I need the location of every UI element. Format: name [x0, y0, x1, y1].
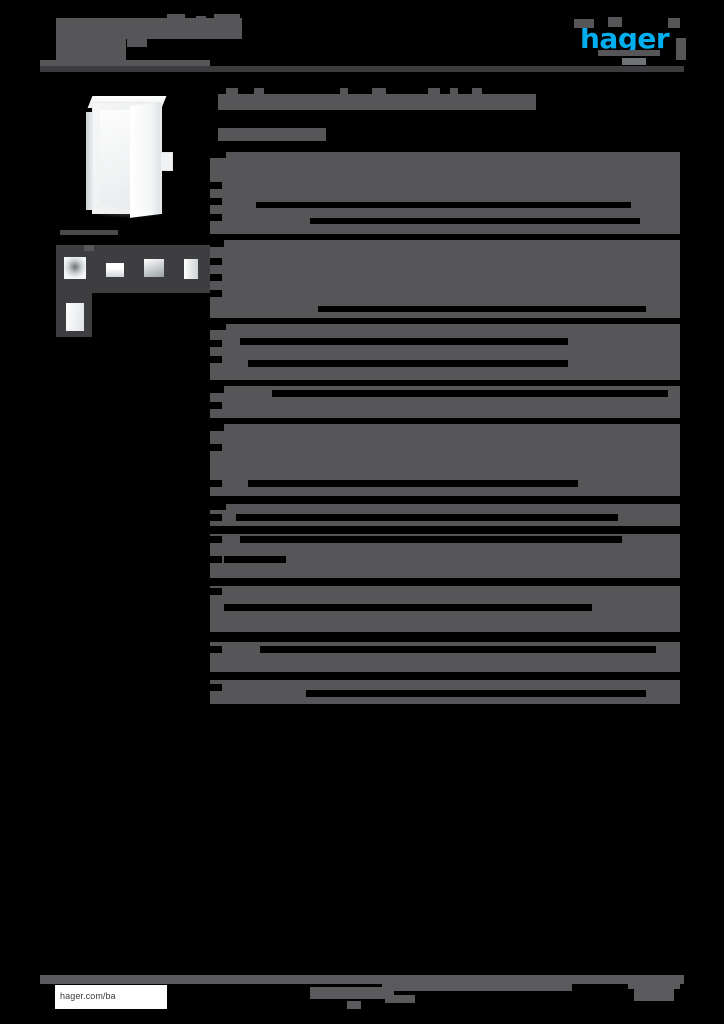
- header-accent-d: [214, 14, 240, 24]
- product-thumbnail-strip: [56, 245, 216, 337]
- logo-overlay-b: [608, 17, 622, 27]
- table-row-label: [210, 402, 222, 409]
- enclosure-shadow: [90, 208, 168, 218]
- header-accent-b: [167, 14, 185, 24]
- table-row: [210, 642, 680, 672]
- logo-overlay-d: [676, 38, 686, 60]
- footer-url[interactable]: hager.com/ba: [60, 991, 116, 1001]
- header-accent-c: [196, 16, 206, 24]
- header-subtitle-redacted: [56, 39, 126, 49]
- page-footer: hager.com/ba: [0, 975, 724, 1024]
- table-row-label: [210, 356, 222, 363]
- header-rule-right: [622, 58, 646, 65]
- table-row-label: [210, 290, 222, 297]
- table-row-label: [210, 684, 222, 691]
- specification-table: [210, 152, 680, 704]
- table-row-value: [248, 360, 568, 367]
- header-accent-e: [127, 39, 147, 47]
- title-accent-2: [254, 88, 264, 94]
- table-row-value: [224, 604, 592, 611]
- thumbnail-1[interactable]: [64, 257, 86, 279]
- table-row-label: [210, 556, 222, 563]
- table-row-label: [210, 214, 222, 221]
- table-row: [210, 324, 680, 380]
- footer-page-redacted-top: [628, 983, 680, 989]
- footer-center-redacted-b: [385, 995, 415, 1003]
- logo-overlay-c: [668, 18, 680, 28]
- table-row: [210, 680, 680, 704]
- table-row: [210, 240, 680, 318]
- table-row: [210, 424, 680, 496]
- enclosure-latch: [160, 152, 173, 171]
- table-row-value: [272, 390, 668, 397]
- page-header: hager: [0, 0, 724, 78]
- enclosure-hinge: [86, 112, 94, 210]
- logo-overlay-e: [598, 50, 660, 56]
- table-row-label: [210, 240, 224, 247]
- thumbnail-strip-accent: [84, 245, 94, 251]
- header-rule-left: [40, 60, 210, 66]
- table-row-value: [240, 338, 568, 345]
- header-accent-a: [130, 18, 152, 24]
- title-accent-3: [340, 88, 348, 94]
- footer-center-redacted-top: [382, 983, 572, 991]
- table-row: [210, 534, 680, 578]
- table-row-label: [210, 198, 222, 205]
- table-row-value: [248, 480, 578, 487]
- enclosure-door: [130, 102, 160, 218]
- table-row-value: [256, 202, 631, 208]
- table-row-label: [210, 274, 222, 281]
- footer-url-box[interactable]: [55, 985, 167, 1009]
- header-divider: [40, 66, 684, 72]
- title-accent-7: [472, 88, 482, 94]
- table-row-label: [210, 588, 222, 595]
- table-row-value: [310, 218, 640, 224]
- title-accent-5: [428, 88, 440, 94]
- table-row-label: [210, 340, 222, 347]
- table-row-label: [210, 646, 222, 653]
- thumbnail-2[interactable]: [66, 303, 84, 331]
- table-row-value: [318, 306, 646, 312]
- product-image: [60, 90, 210, 240]
- table-row-label: [210, 504, 226, 510]
- title-accent-6: [450, 88, 458, 94]
- logo-overlay-a: [574, 19, 594, 28]
- hager-logo[interactable]: hager: [574, 17, 686, 60]
- table-row-label: [210, 514, 222, 521]
- table-row-value: [306, 690, 646, 697]
- page-subtitle: [218, 128, 326, 141]
- table-row-value: [240, 536, 622, 543]
- footer-center-redacted-c: [347, 1001, 361, 1009]
- footer-divider: [40, 975, 684, 984]
- table-row-label: [210, 182, 222, 189]
- table-row: [210, 152, 680, 234]
- table-row: [210, 386, 680, 418]
- footer-page-number-redacted: [634, 987, 674, 1001]
- table-row-label: [210, 258, 222, 265]
- table-row-label: [210, 386, 224, 393]
- page-title: [218, 94, 536, 110]
- hager-wordmark: hager: [580, 22, 670, 55]
- footer-center-redacted-a: [310, 987, 394, 999]
- title-accent-1: [226, 88, 238, 94]
- table-row: [210, 504, 680, 526]
- table-row-label: [210, 324, 226, 330]
- thumbnail-5[interactable]: [184, 259, 198, 279]
- title-accent-4: [372, 88, 386, 94]
- table-row-label: [210, 152, 226, 158]
- thumbnail-4[interactable]: [144, 259, 164, 277]
- table-row-value: [224, 556, 286, 563]
- thumbnail-3[interactable]: [106, 263, 124, 277]
- table-row-label: [210, 424, 224, 431]
- table-row-value: [260, 646, 656, 653]
- product-image-caption-redacted: [60, 230, 118, 235]
- table-row-label: [210, 536, 222, 543]
- table-row-label: [210, 480, 222, 487]
- table-row: [210, 586, 680, 632]
- header-reference-redacted: [56, 18, 242, 39]
- table-row-value: [236, 514, 618, 521]
- table-row-label: [210, 444, 222, 451]
